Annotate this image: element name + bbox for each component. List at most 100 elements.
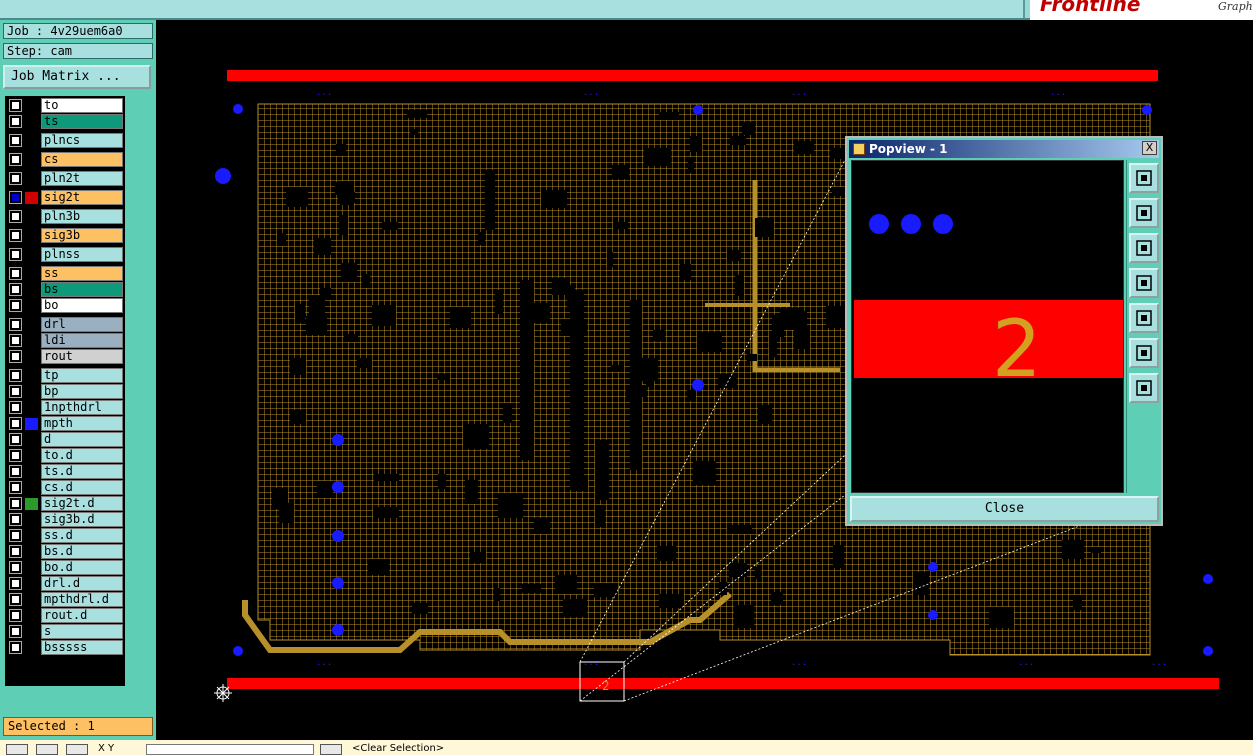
layer-row-bo-d[interactable]: bo.d xyxy=(7,560,125,575)
layer-row-plnss[interactable]: plnss xyxy=(7,247,125,262)
close-button[interactable]: Close xyxy=(850,496,1159,522)
layer-name[interactable]: ldi xyxy=(41,333,123,348)
layer-checkbox[interactable] xyxy=(9,609,22,622)
layer-row-sig3b[interactable]: sig3b xyxy=(7,228,125,243)
layer-checkbox[interactable] xyxy=(9,577,22,590)
bottom-button-4[interactable] xyxy=(320,744,342,755)
layer-row-cs[interactable]: cs xyxy=(7,152,125,167)
layer-checkbox[interactable] xyxy=(9,115,22,128)
layer-name[interactable]: sig3b xyxy=(41,228,123,243)
close-icon[interactable]: X xyxy=(1142,141,1157,155)
layer-name[interactable]: rout xyxy=(41,349,123,364)
layer-name[interactable]: bsssss xyxy=(41,640,123,655)
layer-name[interactable]: sig3b.d xyxy=(41,512,123,527)
layer-checkbox[interactable] xyxy=(9,267,22,280)
layer-row-pln3b[interactable]: pln3b xyxy=(7,209,125,224)
layer-checkbox[interactable] xyxy=(9,350,22,363)
layer-checkbox[interactable] xyxy=(9,191,22,204)
layer-checkbox[interactable] xyxy=(9,248,22,261)
layer-checkbox[interactable] xyxy=(9,529,22,542)
layer-name[interactable]: pln3b xyxy=(41,209,123,224)
layer-checkbox[interactable] xyxy=(9,417,22,430)
layer-row-ss-d[interactable]: ss.d xyxy=(7,528,125,543)
pan-down-icon[interactable] xyxy=(1129,233,1159,263)
zoom-center-icon[interactable] xyxy=(1129,373,1159,403)
layer-name[interactable]: to xyxy=(41,98,123,113)
layer-row-sig3b-d[interactable]: sig3b.d xyxy=(7,512,125,527)
layer-name[interactable]: cs xyxy=(41,152,123,167)
layer-checkbox[interactable] xyxy=(9,593,22,606)
layer-checkbox[interactable] xyxy=(9,153,22,166)
layer-checkbox[interactable] xyxy=(9,385,22,398)
layer-checkbox[interactable] xyxy=(9,229,22,242)
layer-name[interactable]: mpth xyxy=(41,416,123,431)
layer-row-bs[interactable]: bs xyxy=(7,282,125,297)
layer-name[interactable]: bp xyxy=(41,384,123,399)
layer-row-bp[interactable]: bp xyxy=(7,384,125,399)
layer-row-pln2t[interactable]: pln2t xyxy=(7,171,125,186)
layer-checkbox[interactable] xyxy=(9,369,22,382)
layer-name[interactable]: bo.d xyxy=(41,560,123,575)
layer-row-ldi[interactable]: ldi xyxy=(7,333,125,348)
layer-name[interactable]: ts xyxy=(41,114,123,129)
layer-checkbox[interactable] xyxy=(9,561,22,574)
layer-checkbox[interactable] xyxy=(9,497,22,510)
popview-canvas[interactable]: 2 xyxy=(851,160,1124,493)
layer-checkbox[interactable] xyxy=(9,210,22,223)
layer-row-to[interactable]: to xyxy=(7,98,125,113)
layer-checkbox[interactable] xyxy=(9,545,22,558)
layer-checkbox[interactable] xyxy=(9,283,22,296)
pan-right-icon[interactable] xyxy=(1129,303,1159,333)
layer-row-rout-d[interactable]: rout.d xyxy=(7,608,125,623)
layer-row-drl[interactable]: drl xyxy=(7,317,125,332)
layer-row-1npthdrl[interactable]: 1npthdrl xyxy=(7,400,125,415)
job-matrix-button[interactable]: Job Matrix ... xyxy=(3,65,151,89)
layer-row-cs-d[interactable]: cs.d xyxy=(7,480,125,495)
layer-row-drl-d[interactable]: drl.d xyxy=(7,576,125,591)
layer-row-s[interactable]: s xyxy=(7,624,125,639)
layer-name[interactable]: tp xyxy=(41,368,123,383)
layer-name[interactable]: sig2t.d xyxy=(41,496,123,511)
layer-name[interactable]: pln2t xyxy=(41,171,123,186)
layer-row-bsssss[interactable]: bsssss xyxy=(7,640,125,655)
layer-checkbox[interactable] xyxy=(9,299,22,312)
layer-row-sig2t[interactable]: sig2t xyxy=(7,190,125,205)
layer-name[interactable]: 1npthdrl xyxy=(41,400,123,415)
layer-checkbox[interactable] xyxy=(9,513,22,526)
layer-checkbox[interactable] xyxy=(9,625,22,638)
layer-checkbox[interactable] xyxy=(9,99,22,112)
layer-name[interactable]: ss.d xyxy=(41,528,123,543)
layer-row-sig2t-d[interactable]: sig2t.d xyxy=(7,496,125,511)
layer-row-plncs[interactable]: plncs xyxy=(7,133,125,148)
layer-name[interactable]: s xyxy=(41,624,123,639)
layer-row-d[interactable]: d xyxy=(7,432,125,447)
layer-name[interactable]: drl.d xyxy=(41,576,123,591)
layer-row-ts[interactable]: ts xyxy=(7,114,125,129)
layer-row-to-d[interactable]: to.d xyxy=(7,448,125,463)
layer-name[interactable]: mpthdrl.d xyxy=(41,592,123,607)
bottom-button-3[interactable] xyxy=(66,744,88,755)
pan-up-icon[interactable] xyxy=(1129,198,1159,228)
layer-checkbox[interactable] xyxy=(9,172,22,185)
layer-name[interactable]: plnss xyxy=(41,247,123,262)
popview-titlebar[interactable]: Popview - 1 xyxy=(849,140,1159,158)
layer-row-ts-d[interactable]: ts.d xyxy=(7,464,125,479)
layer-checkbox[interactable] xyxy=(9,318,22,331)
layer-checkbox[interactable] xyxy=(9,134,22,147)
layer-row-tp[interactable]: tp xyxy=(7,368,125,383)
layer-row-bo[interactable]: bo xyxy=(7,298,125,313)
layer-row-mpthdrl-d[interactable]: mpthdrl.d xyxy=(7,592,125,607)
layer-name[interactable]: drl xyxy=(41,317,123,332)
layer-name[interactable]: ts.d xyxy=(41,464,123,479)
layer-checkbox[interactable] xyxy=(9,401,22,414)
layer-row-rout[interactable]: rout xyxy=(7,349,125,364)
layer-name[interactable]: plncs xyxy=(41,133,123,148)
bottom-button-2[interactable] xyxy=(36,744,58,755)
zoom-fit-icon[interactable] xyxy=(1129,338,1159,368)
layer-name[interactable]: sig2t xyxy=(41,190,123,205)
layer-name[interactable]: d xyxy=(41,432,123,447)
layer-row-bs-d[interactable]: bs.d xyxy=(7,544,125,559)
zoom-window-icon[interactable] xyxy=(1129,163,1159,193)
layer-row-mpth[interactable]: mpth xyxy=(7,416,125,431)
layer-name[interactable]: bs xyxy=(41,282,123,297)
